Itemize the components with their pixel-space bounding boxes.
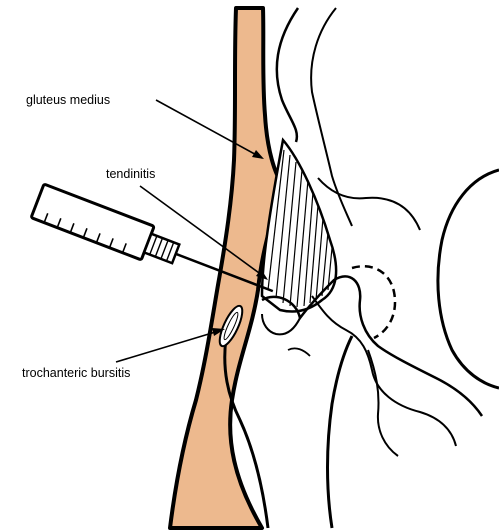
label-trochanteric-bursitis: trochanteric bursitis <box>22 366 130 380</box>
femoral-neck-line <box>312 296 456 446</box>
trochanter-inner-line <box>262 314 300 334</box>
bone-detail-line <box>288 348 310 356</box>
femoral-shaft-medial <box>328 336 353 528</box>
label-tendinitis: tendinitis <box>106 167 155 181</box>
iliac-inner-line <box>318 178 420 230</box>
iliac-wing-outline <box>311 8 352 226</box>
femoral-head-dashed <box>352 266 395 338</box>
pelvic-rim <box>438 170 499 388</box>
lesser-trochanter-line <box>368 350 398 456</box>
label-gluteus-medius: gluteus medius <box>26 93 110 107</box>
pelvis-contour <box>277 8 298 142</box>
syringe-barrel <box>31 184 154 260</box>
